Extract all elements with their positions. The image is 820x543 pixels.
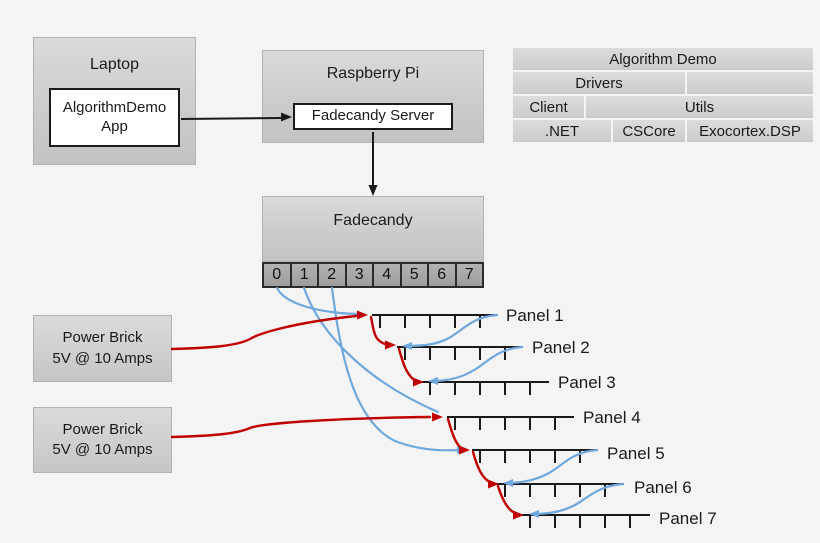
panel-3-label: Panel 3 [558, 373, 616, 392]
port-7: 7 [454, 264, 482, 286]
wire-power-panel5-to-panel6 [471, 450, 490, 483]
panel-1-label: Panel 1 [506, 306, 564, 325]
panel-strip-1 [372, 314, 498, 328]
wire-power-panel4-to-panel5 [446, 417, 462, 449]
panel-strip-5 [472, 449, 598, 463]
port-1: 1 [289, 264, 317, 286]
laptop-to-pi-arrow [180, 112, 292, 122]
power-wire-arrowheads [357, 310, 524, 520]
wire-brick2-to-panel4 [170, 415, 432, 439]
data-wires [275, 286, 625, 516]
table-net-cell: .NET [513, 120, 611, 142]
panel-strip-4 [447, 416, 574, 430]
panel-6-label: Panel 6 [634, 478, 692, 497]
power-brick-1-line1: Power Brick [62, 329, 143, 347]
panel-7-label: Panel 7 [659, 509, 717, 528]
power-brick-1-line2: 5V @ 10 Amps [52, 349, 153, 367]
wire-panel5-to-panel6 [505, 448, 599, 485]
algorithmdemo-app-label: AlgorithmDemo App [62, 98, 167, 135]
port-5: 5 [399, 264, 427, 286]
table-client-cell: Client [513, 96, 584, 118]
port-3: 3 [344, 264, 372, 286]
power-brick-2: Power Brick 5V @ 10 Amps [33, 407, 172, 473]
wire-port2-to-panel5 [330, 286, 461, 452]
algorithmdemo-app-box: AlgorithmDemo App [49, 88, 180, 147]
algorithm-demo-table: Algorithm Demo Drivers Client Utils .NET… [513, 48, 813, 144]
panel-strips [372, 314, 650, 528]
wire-port0-to-panel1 [275, 286, 366, 316]
panel-strip-6 [497, 483, 624, 497]
power-brick-2-line1: Power Brick [62, 420, 143, 438]
wire-panel2-to-panel3 [430, 345, 524, 383]
panel-5-label: Panel 5 [607, 444, 665, 463]
fadecandy-server-label: Fadecandy Server [311, 107, 435, 125]
panel-2-label: Panel 2 [532, 338, 590, 357]
fadecandy-server-box: Fadecandy Server [293, 103, 453, 130]
wire-power-panel6-to-panel7 [496, 484, 515, 514]
panel-strip-7 [522, 514, 650, 528]
panel-4-label: Panel 4 [583, 408, 641, 427]
table-drivers-cell: Drivers [513, 72, 685, 94]
wire-power-panel1-to-panel2 [369, 315, 387, 346]
fadecandy-box: Fadecandy [262, 196, 484, 262]
table-exocortex-cell: Exocortex.DSP [687, 120, 813, 142]
panel-strip-2 [397, 346, 523, 360]
laptop-title: Laptop [90, 56, 139, 73]
table-title-cell: Algorithm Demo [513, 48, 813, 70]
port-6: 6 [427, 264, 455, 286]
port-0: 0 [264, 264, 290, 286]
pi-to-fadecandy-arrow [368, 132, 378, 196]
wire-power-panel2-to-panel3 [397, 347, 415, 381]
power-wires [170, 314, 515, 514]
data-wire-arrowheads [402, 342, 539, 518]
power-brick-2-line2: 5V @ 10 Amps [52, 441, 153, 458]
wire-panel1-to-panel2 [404, 313, 499, 348]
port-4: 4 [372, 264, 400, 286]
fadecandy-title: Fadecandy [333, 212, 413, 229]
table-cscore-cell: CSCore [613, 120, 685, 142]
table-utils-cell: Utils [586, 96, 813, 118]
table-empty-cell [687, 72, 813, 94]
power-brick-1: Power Brick 5V @ 10 Amps [33, 315, 172, 382]
fadecandy-port-strip: 0 1 2 3 4 5 6 7 [262, 262, 484, 288]
wire-brick1-to-panel1 [170, 314, 358, 351]
wire-port1-to-panel4 [302, 286, 440, 414]
panel-strip-3 [422, 381, 549, 395]
wire-panel6-to-panel7 [531, 482, 625, 516]
port-2: 2 [317, 264, 345, 286]
raspberry-pi-title: Raspberry Pi [326, 65, 420, 82]
